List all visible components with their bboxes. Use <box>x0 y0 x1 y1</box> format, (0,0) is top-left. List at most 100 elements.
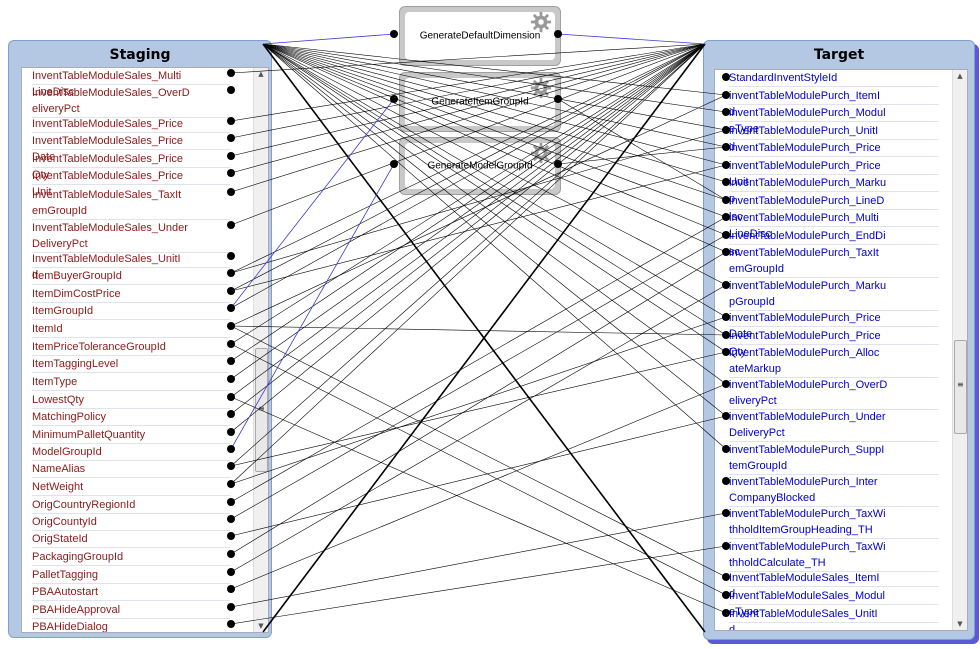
target-connector-dot[interactable] <box>722 73 730 81</box>
staging-field-row[interactable]: ModelGroupId <box>22 444 247 461</box>
target-connector-dot[interactable] <box>722 161 730 169</box>
staging-field-row[interactable]: MinimumPalletQuantity <box>22 427 247 444</box>
staging-field-row[interactable]: InventTableModuleSales_Price Qty <box>22 151 247 181</box>
function-generate-default-dimension[interactable]: GenerateDefaultDimension <box>399 6 561 66</box>
staging-field-row[interactable]: InventTableModuleSales_Multi LineDisc <box>22 68 247 98</box>
function-connector-dot[interactable] <box>554 160 562 168</box>
target-field-row[interactable]: inventTableModulePurch_TaxWi thholdCalcu… <box>715 539 953 572</box>
target-connector-dot[interactable] <box>722 609 730 617</box>
target-field-row[interactable]: inventTableModulePurch_Price Date <box>715 310 953 340</box>
target-connector-dot[interactable] <box>722 412 730 420</box>
scroll-up-icon[interactable]: ▲ <box>258 70 264 78</box>
scroll-up-icon[interactable]: ▲ <box>957 72 963 80</box>
function-connector-dot[interactable] <box>390 30 398 38</box>
target-field-row[interactable]: InventTableModuleSales_ItemI d <box>715 570 953 600</box>
target-field-row[interactable]: inventTableModulePurch_EndDi sc <box>715 228 953 258</box>
target-connector-dot[interactable] <box>722 445 730 453</box>
staging-connector-dot[interactable] <box>227 69 235 77</box>
target-field-row[interactable]: inventTableModulePurch_Modul eType <box>715 105 953 135</box>
scroll-down-icon[interactable]: ▼ <box>258 622 264 630</box>
staging-connector-dot[interactable] <box>227 221 235 229</box>
target-connector-dot[interactable] <box>722 331 730 339</box>
staging-field-row[interactable]: ItemGroupId <box>22 303 247 320</box>
target-connector-dot[interactable] <box>722 281 730 289</box>
staging-connector-dot[interactable] <box>227 603 235 611</box>
staging-connector-dot[interactable] <box>227 357 235 365</box>
target-connector-dot[interactable] <box>722 380 730 388</box>
scrollbar-thumb[interactable]: ≡ <box>954 340 967 434</box>
target-connector-dot[interactable] <box>722 91 730 99</box>
staging-field-row[interactable]: InventTableModuleSales_Price <box>22 116 247 133</box>
function-connector-dot[interactable] <box>390 160 398 168</box>
staging-field-row[interactable]: InventTableModuleSales_UnitI d <box>22 251 247 281</box>
staging-connector-dot[interactable] <box>227 169 235 177</box>
staging-connector-dot[interactable] <box>227 462 235 470</box>
target-field-row[interactable]: inventTableModulePurch_Marku p <box>715 175 953 205</box>
staging-field-row[interactable]: ItemType <box>22 374 247 391</box>
staging-connector-dot[interactable] <box>227 585 235 593</box>
target-connector-dot[interactable] <box>722 231 730 239</box>
staging-field-row[interactable]: OrigCountryRegionId <box>22 497 247 514</box>
staging-connector-dot[interactable] <box>227 410 235 418</box>
staging-field-row[interactable]: PackagingGroupId <box>22 549 247 566</box>
function-generate-item-group-id[interactable]: GenerateItemGroupId <box>399 72 561 132</box>
staging-field-row[interactable]: ItemBuyerGroupId <box>22 268 247 285</box>
scroll-down-icon[interactable]: ▼ <box>957 620 963 628</box>
staging-field-row[interactable]: InventTableModuleSales_Price Date <box>22 133 247 163</box>
target-connector-dot[interactable] <box>722 573 730 581</box>
target-field-row[interactable]: inventTableModulePurch_TaxIt emGroupId <box>715 245 953 278</box>
staging-field-row[interactable]: OrigStateId <box>22 531 247 548</box>
staging-connector-dot[interactable] <box>227 393 235 401</box>
staging-connector-dot[interactable] <box>227 532 235 540</box>
staging-field-row[interactable]: OrigCountyId <box>22 514 247 531</box>
target-field-row[interactable]: inventTableModulePurch_Multi LineDisc <box>715 210 953 240</box>
staging-connector-dot[interactable] <box>227 515 235 523</box>
staging-field-row[interactable]: ItemTaggingLevel <box>22 356 247 373</box>
staging-scrollbar[interactable]: ▲ ≡ ▼ <box>253 68 268 632</box>
staging-field-row[interactable]: PBAHideApproval <box>22 602 247 619</box>
target-connector-dot[interactable] <box>722 542 730 550</box>
staging-field-row[interactable]: ItemId <box>22 321 247 338</box>
staging-connector-dot[interactable] <box>227 304 235 312</box>
staging-field-row[interactable]: NameAlias <box>22 461 247 478</box>
target-connector-dot[interactable] <box>722 143 730 151</box>
target-connector-dot[interactable] <box>722 196 730 204</box>
staging-connector-dot[interactable] <box>227 134 235 142</box>
target-field-row[interactable]: inventTableModulePurch_ItemI d <box>715 88 953 118</box>
target-connector-dot[interactable] <box>722 108 730 116</box>
target-field-row[interactable]: inventTableModulePurch_Inter CompanyBloc… <box>715 474 953 507</box>
staging-connector-dot[interactable] <box>227 498 235 506</box>
staging-connector-dot[interactable] <box>227 568 235 576</box>
target-field-row[interactable]: InventTableModuleSales_Modul eType <box>715 588 953 618</box>
target-field-row[interactable]: inventTableModulePurch_OverD eliveryPct <box>715 377 953 410</box>
target-field-row[interactable]: inventTableModulePurch_Price Unit <box>715 158 953 188</box>
target-field-row[interactable]: inventTableModulePurch_Alloc ateMarkup <box>715 345 953 378</box>
staging-field-row[interactable]: ItemDimCostPrice <box>22 286 247 303</box>
target-field-row[interactable]: inventTableModulePurch_LineD isc <box>715 193 953 223</box>
staging-connector-dot[interactable] <box>227 340 235 348</box>
staging-connector-dot[interactable] <box>227 188 235 196</box>
staging-connector-dot[interactable] <box>227 428 235 436</box>
target-connector-dot[interactable] <box>722 348 730 356</box>
staging-connector-dot[interactable] <box>227 269 235 277</box>
staging-connector-dot[interactable] <box>227 375 235 383</box>
target-connector-dot[interactable] <box>722 248 730 256</box>
target-field-row[interactable]: inventTableModulePurch_TaxWi thholdItemG… <box>715 506 953 539</box>
target-connector-dot[interactable] <box>722 477 730 485</box>
staging-field-row[interactable]: PBAAutostart <box>22 584 247 601</box>
staging-field-row[interactable]: InventTableModuleSales_TaxIt emGroupId <box>22 187 247 220</box>
target-scrollbar[interactable]: ▲ ≡ ▼ <box>952 70 967 630</box>
target-connector-dot[interactable] <box>722 509 730 517</box>
staging-connector-dot[interactable] <box>227 550 235 558</box>
target-field-row[interactable]: inventTableModulePurch_Under DeliveryPct <box>715 409 953 442</box>
staging-field-row[interactable]: InventTableModuleSales_OverD eliveryPct <box>22 85 247 118</box>
target-field-row[interactable]: StandardInventStyleId <box>715 70 953 87</box>
function-generate-model-group-id[interactable]: GenerateModelGroupId <box>399 137 561 195</box>
function-connector-dot[interactable] <box>554 95 562 103</box>
target-field-row[interactable]: inventTableModulePurch_UnitI d <box>715 123 953 153</box>
staging-field-row[interactable]: MatchingPolicy <box>22 409 247 426</box>
target-field-row[interactable]: inventTableModulePurch_Price Qty <box>715 328 953 358</box>
staging-connector-dot[interactable] <box>227 152 235 160</box>
target-field-row[interactable]: inventTableModulePurch_Marku pGroupId <box>715 278 953 311</box>
